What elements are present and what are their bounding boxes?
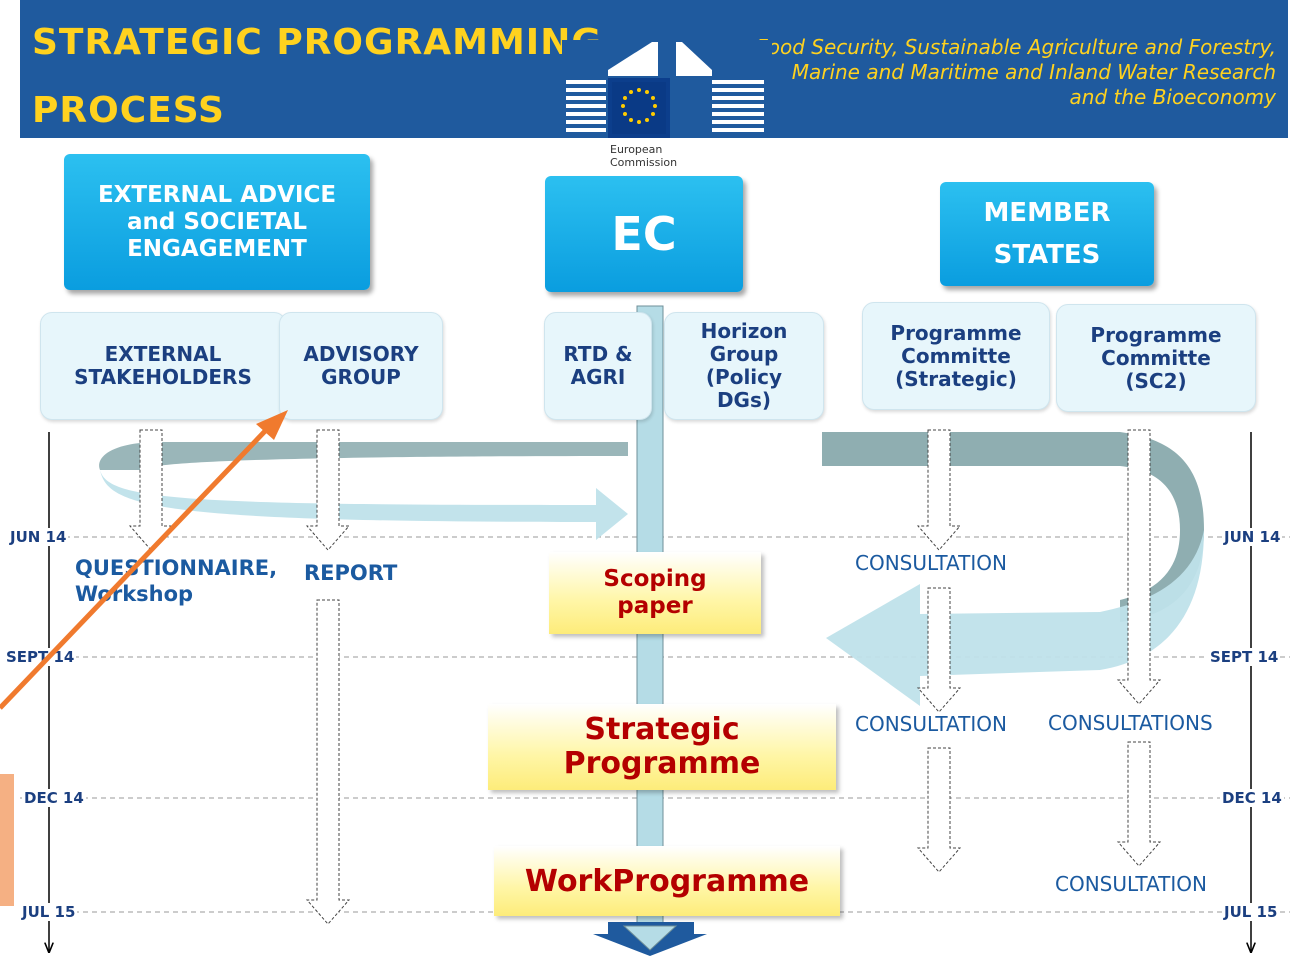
label-jul15-left: JUL 15 [20,903,78,921]
logo-caption: European Commission [610,143,678,169]
programme-committee-strategic-box: Programme Committe (Strategic) [862,302,1050,410]
header-banner: STRATEGIC PROGRAMMING PROCESS Food Secur… [20,0,1288,138]
strategic-programme-box: Strategic Programme [488,704,836,790]
external-advice-box: EXTERNAL ADVICE and SOCIETAL ENGAGEMENT [64,154,370,290]
consultation-label-2: CONSULTATION [855,712,1008,736]
arrow-pc-strategic-1-icon [916,429,962,551]
consultation-label-3: CONSULTATION [1055,872,1208,896]
ec-box: EC [545,176,743,292]
arrow-pc-sc2-1-icon [1116,429,1162,705]
subtitle-line-3: and the Bioeconomy [1069,85,1276,109]
title-line-1: STRATEGIC PROGRAMMING [32,22,602,63]
label-jun14-left: JUN 14 [8,528,69,546]
orange-arrowhead-icon [256,410,288,440]
scoping-paper-box: Scoping paper [549,552,761,634]
rtd-agri-box: RTD & AGRI [544,312,652,420]
subtitle-line-2: Marine and Maritime and Inland Water Res… [791,60,1276,84]
external-stakeholders-box: EXTERNAL STAKEHOLDERS [40,312,286,420]
highlight-box [0,774,14,906]
member-states-box: MEMBER STATES [940,182,1154,286]
label-jul15-right: JUL 15 [1222,903,1280,921]
consultations-label: CONSULTATIONS [1048,711,1213,735]
work-programme-box: WorkProgramme [494,846,840,916]
advisory-group-box: ADVISORY GROUP [279,312,443,420]
label-dec14-right: DEC 14 [1220,789,1284,807]
left-loop-arrow-icon [100,470,628,540]
label-sept14-left: SEPT 14 [4,648,77,666]
programme-committee-sc2-box: Programme Committe (SC2) [1056,304,1256,412]
arrow-pc-strategic-3-icon [916,747,962,873]
report-label: REPORT [304,561,398,585]
subtitle-line-1: Food Security, Sustainable Agriculture a… [756,35,1276,59]
arrow-pc-sc2-2-icon [1116,741,1162,867]
label-sept14-right: SEPT 14 [1208,648,1281,666]
right-loop-arrow-icon [826,530,1204,706]
european-commission-logo [562,40,772,172]
questionnaire-workshop-label: QUESTIONNAIRE, Workshop [75,556,278,606]
orange-pointer-line [0,426,270,710]
title-line-2: PROCESS [32,90,225,131]
label-jun14-right: JUN 14 [1222,528,1283,546]
arrow-report-down-icon [305,599,351,925]
arrow-pc-strategic-2-icon [916,587,962,713]
left-loop-top [99,418,629,470]
horizon-group-box: Horizon Group (Policy DGs) [664,312,824,420]
arrow-advisory-down-icon [305,429,351,551]
hollow-arrows [128,429,1162,925]
consultation-label-1: CONSULTATION [855,551,1008,575]
arrow-stakeholders-down-icon [128,429,174,551]
label-dec14-left: DEC 14 [22,789,86,807]
